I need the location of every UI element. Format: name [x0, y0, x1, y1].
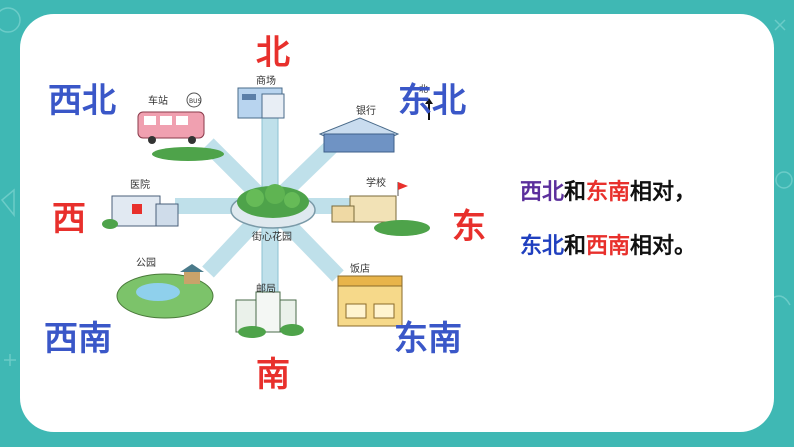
bus-stop-label: 车站: [148, 94, 168, 107]
central-garden: 街心花园: [230, 184, 316, 243]
sentence-1-part-1: 西北: [520, 180, 565, 205]
post-office-building: 邮局: [235, 282, 304, 338]
school-building: 学校: [331, 176, 430, 236]
sentence-1-part-3: 东南: [586, 180, 631, 205]
direction-east: 东: [452, 207, 486, 247]
direction-west: 西: [52, 199, 86, 239]
bus-sign-label: BUS: [189, 98, 202, 105]
mall-building: 商场: [237, 74, 285, 119]
sentence-2-part-4: 相对。: [630, 234, 697, 259]
content-panel: 街心花园 商场 银行 学校: [20, 14, 774, 432]
school-label: 学校: [366, 176, 386, 189]
park-label: 公园: [136, 257, 156, 269]
hospital-label: 医院: [130, 178, 150, 191]
hospital-building: 医院: [102, 178, 179, 229]
bank-label: 银行: [356, 104, 376, 117]
restaurant-building: 饭店: [337, 262, 403, 327]
direction-northwest: 西北: [48, 81, 116, 121]
sentence-1-part-2: 和: [564, 180, 587, 205]
direction-north: 北: [256, 33, 290, 73]
restaurant-label: 饭店: [350, 262, 370, 275]
park-illustration: 公园: [116, 257, 214, 319]
sentence-1-part-4: 相对，: [630, 180, 697, 205]
direction-northeast: 东北: [398, 81, 466, 121]
direction-south: 南: [256, 355, 290, 395]
small-north-label: 北: [419, 84, 428, 95]
bank-building: 银行: [318, 104, 400, 153]
post-office-label: 邮局: [256, 282, 276, 295]
north-arrow-icon: [425, 98, 433, 120]
center-label: 街心花园: [252, 230, 292, 243]
street-map-illustration: 街心花园 商场 银行 学校: [102, 74, 430, 338]
bus-stop-illustration: 车站 BUS: [137, 92, 224, 161]
direction-southwest: 西南: [44, 319, 112, 359]
sentence-1: 西北和东南相对，: [520, 174, 696, 206]
sentence-2-part-1: 东北: [520, 234, 565, 259]
sentence-2: 东北和西南相对。: [520, 228, 696, 260]
mall-label: 商场: [256, 74, 276, 87]
direction-southeast: 东南: [394, 319, 462, 359]
sentence-2-part-2: 和: [564, 234, 587, 259]
sentence-2-part-3: 西南: [586, 234, 631, 259]
